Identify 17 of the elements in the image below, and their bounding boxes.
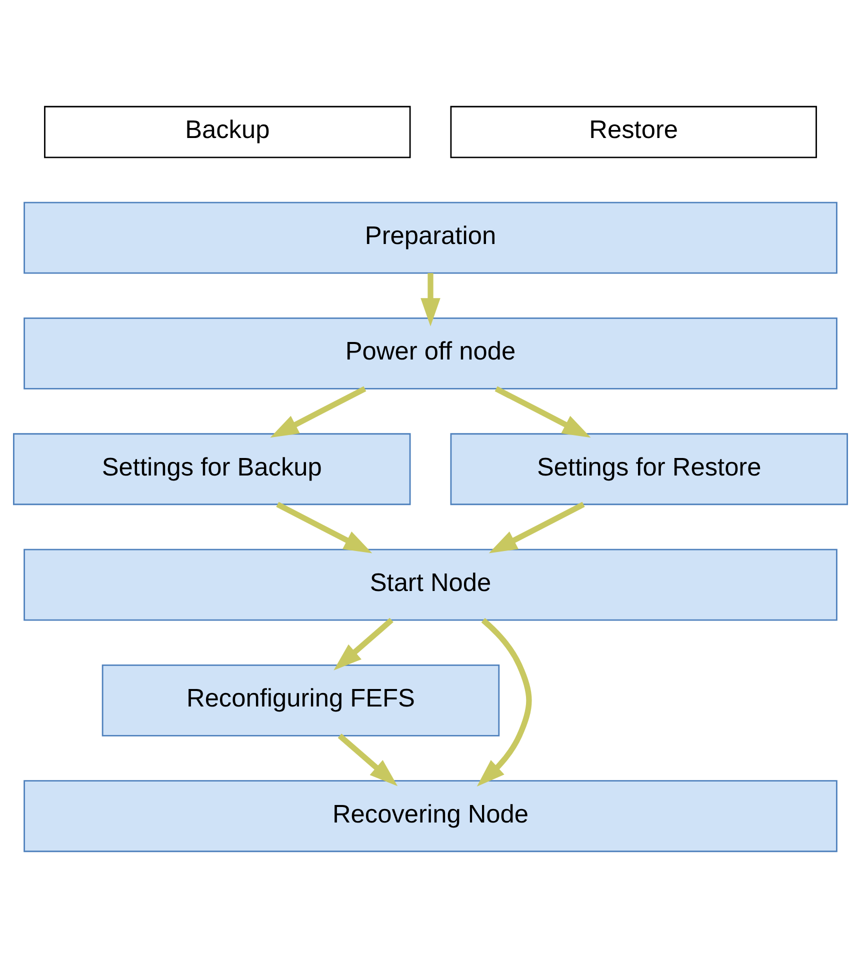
node-box: Reconfiguring FEFS: [102, 664, 500, 736]
node-box: Power off node: [24, 318, 838, 390]
node-box: Restore: [450, 106, 817, 158]
node-box: Settings for Restore: [450, 433, 848, 506]
arrow: [270, 386, 366, 438]
arrow: [494, 386, 591, 438]
node-box: Backup: [44, 106, 411, 158]
arrow: [476, 618, 532, 786]
arrow: [338, 734, 398, 786]
node-box: Settings for Backup: [13, 433, 411, 506]
node-box: Start Node: [24, 548, 838, 621]
arrow: [334, 618, 394, 670]
arrow: [420, 273, 440, 326]
node-box: Recovering Node: [24, 780, 838, 852]
arrow: [276, 502, 372, 554]
arrow: [488, 502, 585, 554]
node-box: Preparation: [24, 202, 838, 274]
